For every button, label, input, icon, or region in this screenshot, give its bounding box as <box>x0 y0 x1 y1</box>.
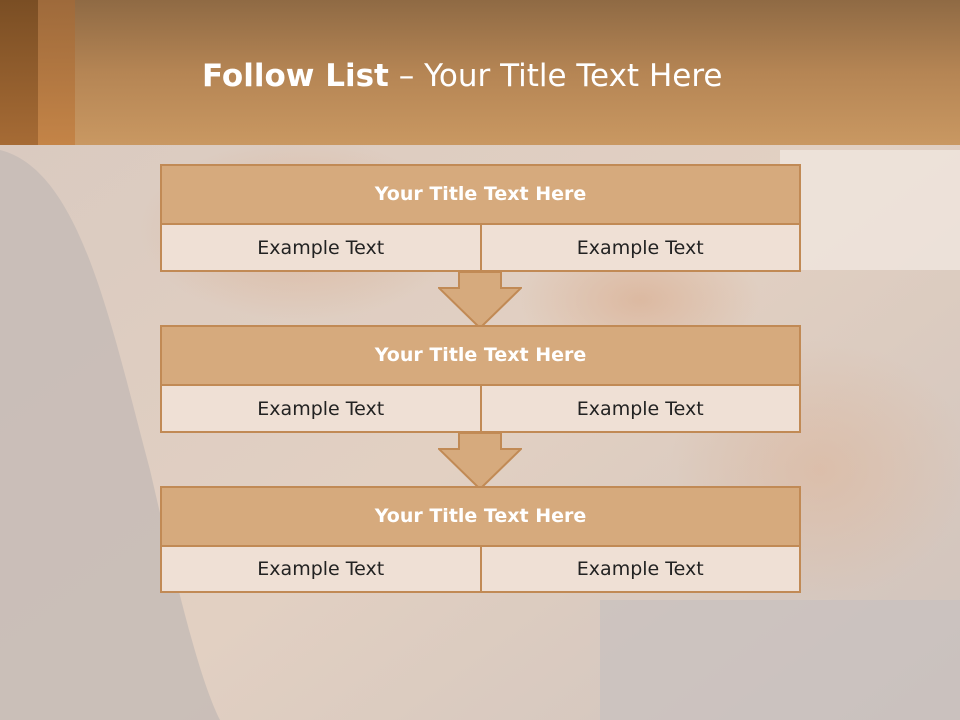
flow-step-right-text: Example Text <box>479 386 800 431</box>
flow-step-title: Your Title Text Here <box>162 166 799 225</box>
title-bold: Follow List <box>202 58 389 94</box>
flow-step-3: Your Title Text Here Example Text Exampl… <box>160 486 801 593</box>
flow-step-2: Your Title Text Here Example Text Exampl… <box>160 325 801 433</box>
header-band <box>0 0 960 145</box>
title-rest: – Your Title Text Here <box>398 58 723 94</box>
flow-step-right-text: Example Text <box>479 547 800 591</box>
flow-step-left-text: Example Text <box>257 558 385 580</box>
down-arrow-icon <box>438 271 522 329</box>
accent-bar-dark <box>0 0 38 145</box>
down-arrow-icon <box>438 432 522 490</box>
page-title: Follow List – Your Title Text Here <box>202 52 722 100</box>
flow-step-left-text: Example Text <box>257 397 385 420</box>
flow-step-1: Your Title Text Here Example Text Exampl… <box>160 164 801 272</box>
flow-step-title: Your Title Text Here <box>162 327 799 386</box>
flow-step-right-text: Example Text <box>479 225 800 270</box>
flow-step-left-text: Example Text <box>257 236 385 259</box>
accent-bar-light <box>38 0 75 145</box>
flow-step-title: Your Title Text Here <box>162 488 799 547</box>
